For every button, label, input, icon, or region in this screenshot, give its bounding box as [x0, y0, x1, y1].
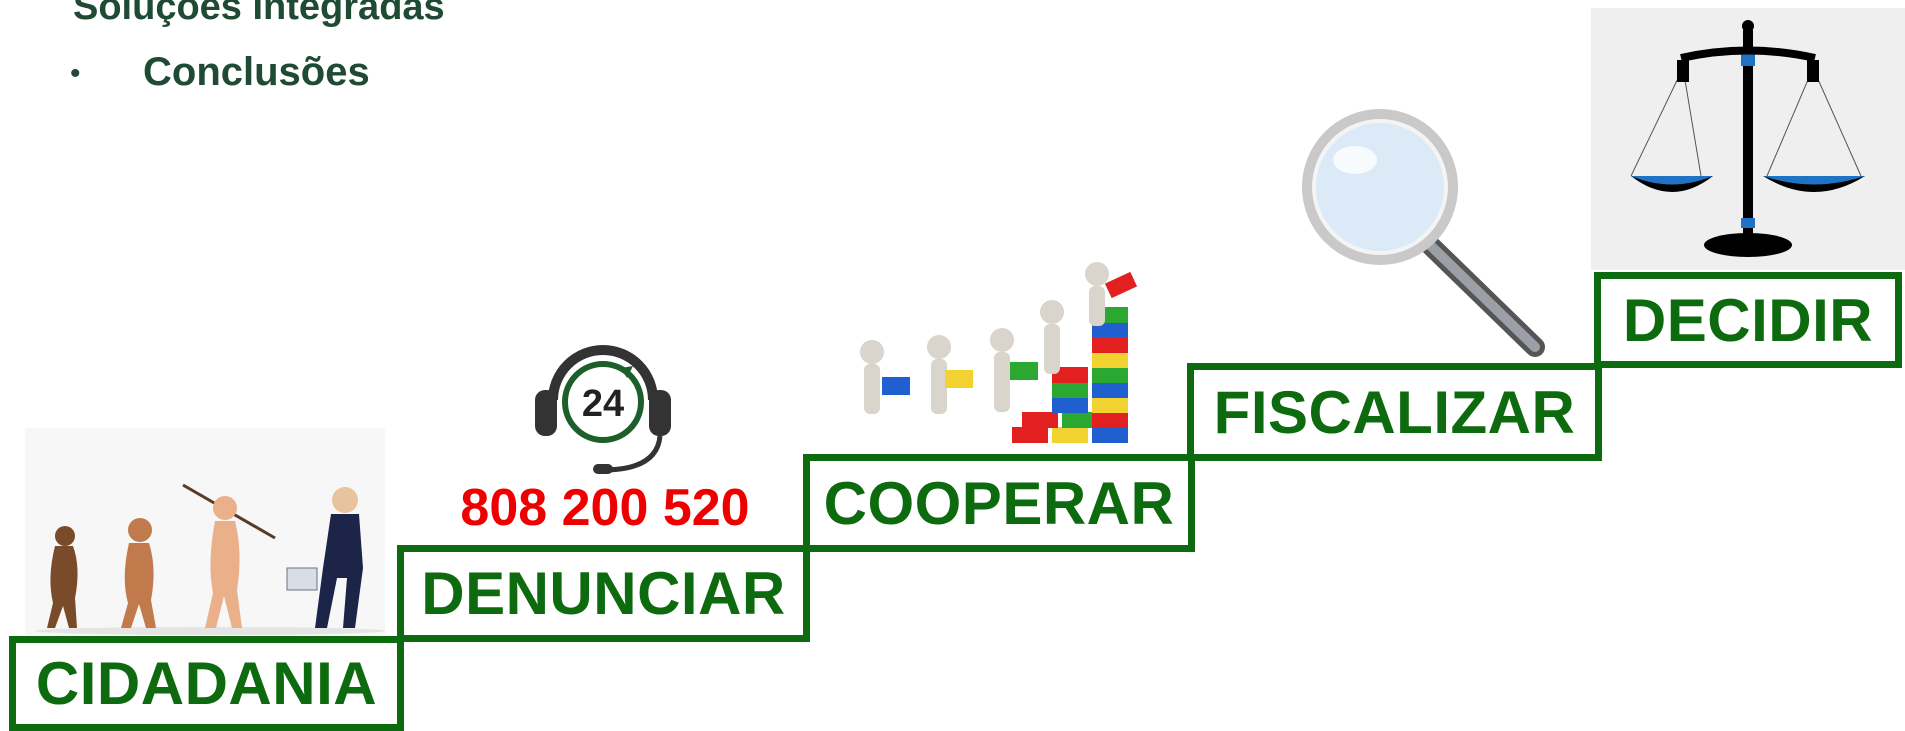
justice-scale-icon [1591, 8, 1905, 270]
early-human-figure [121, 518, 156, 628]
step-decidir: DECIDIR [1594, 272, 1902, 368]
step-label-cooperar: COOPERAR [823, 469, 1175, 537]
bullet-dot: • [70, 57, 81, 91]
bullet-text: Conclusões [143, 50, 370, 94]
step-label-decidir: DECIDIR [1622, 286, 1874, 354]
step-cidadania: CIDADANIA [9, 636, 404, 731]
page-title: Soluções Integradas [73, 0, 445, 28]
step-label-fiscalizar: FISCALIZAR [1213, 378, 1576, 446]
step-denunciar: DENUNCIAR [397, 545, 810, 642]
teamwork-blocks-illustration [860, 262, 1138, 443]
bullet-conclusoes: • Conclusões [70, 50, 370, 95]
step-label-cidadania: CIDADANIA [35, 650, 378, 717]
headset-24h-icon: 24 [535, 345, 671, 474]
block-stack [1012, 307, 1128, 443]
hunter-figure [182, 483, 276, 628]
hotline-number: 808 200 520 [460, 479, 750, 537]
evolution-illustration [25, 428, 385, 638]
magnifier-icon [1302, 109, 1545, 357]
businessman-figure [286, 487, 363, 628]
step-cooperar: COOPERAR [803, 454, 1195, 552]
step-label-denunciar: DENUNCIAR [421, 560, 786, 627]
ape-figure [47, 526, 78, 628]
worker-figures [860, 262, 1138, 414]
step-fiscalizar: FISCALIZAR [1187, 363, 1602, 461]
badge-24: 24 [582, 383, 624, 425]
